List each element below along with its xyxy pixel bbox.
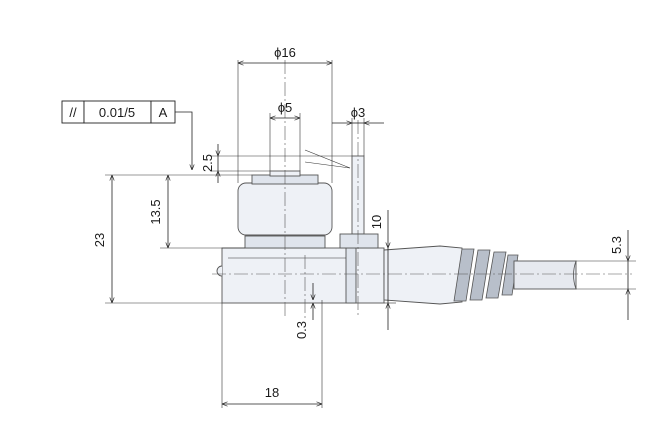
dimension-23: 23 — [92, 175, 112, 303]
tolerance-value: 0.01/5 — [99, 105, 135, 120]
side-boss — [216, 265, 223, 277]
tolerance-symbol: // — [69, 105, 77, 120]
dimension-2-5: 2.5 — [200, 144, 218, 183]
strain-relief-spring — [453, 248, 519, 302]
tolerance-leader — [175, 111, 192, 170]
dimension-0-3: 0.3 — [294, 283, 313, 339]
dimension-phi3: ϕ3 — [332, 105, 384, 123]
dimension-phi5: ϕ5 — [270, 100, 300, 118]
dim-text-2-5: 2.5 — [200, 154, 215, 172]
dim-text-5-3: 5.3 — [609, 236, 624, 254]
dim-text-23: 23 — [92, 233, 107, 247]
dim-text-18: 18 — [265, 385, 279, 400]
pin — [339, 155, 379, 249]
main-body — [221, 247, 385, 304]
dim-text-phi3: ϕ3 — [351, 105, 366, 120]
dimension-18: 18 — [222, 385, 322, 404]
dimension-phi16: ϕ16 — [238, 45, 332, 63]
dimension-10: 10 — [369, 210, 388, 330]
cable — [513, 260, 577, 290]
dim-text-phi16: ϕ16 — [274, 45, 296, 60]
tip-indicator-lines — [304, 149, 351, 169]
tolerance-frame: // 0.01/5 A — [61, 100, 192, 170]
dim-text-0-3: 0.3 — [294, 321, 309, 339]
datum-letter: A — [159, 105, 168, 120]
cable-break — [573, 260, 577, 290]
dim-text-13-5: 13.5 — [148, 199, 163, 224]
cable-grommet — [383, 245, 463, 305]
dimension-13-5: 13.5 — [148, 175, 168, 248]
dimension-5-3: 5.3 — [609, 230, 628, 320]
dim-text-10: 10 — [369, 215, 384, 229]
dim-text-phi5: ϕ5 — [278, 100, 293, 115]
pin-base — [339, 233, 379, 249]
sensor-housing — [216, 247, 385, 304]
cable-assembly — [383, 245, 577, 305]
centre-lines — [212, 60, 632, 318]
body-step — [345, 247, 357, 304]
